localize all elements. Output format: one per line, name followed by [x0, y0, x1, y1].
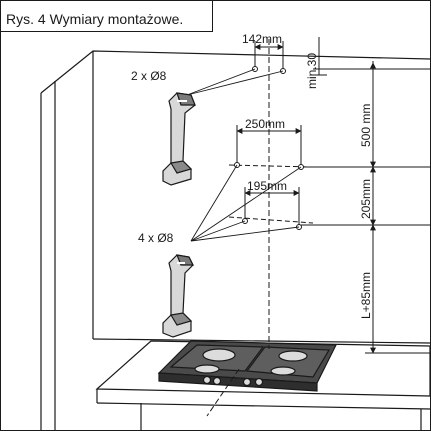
label-min: min.30 — [305, 53, 319, 89]
label-lower-width: 195mm — [247, 179, 287, 193]
label-500: 500 mm — [359, 104, 373, 147]
label-upper-holes: 2 x Ø8 — [131, 69, 167, 83]
label-205: 205mm — [359, 179, 373, 219]
label-top-width: 142mm — [242, 32, 282, 46]
top-width-dimension — [254, 41, 284, 71]
lower-bracket-icon — [162, 254, 194, 338]
label-lower-holes: 4 x Ø8 — [138, 231, 174, 245]
min-dimension-line — [313, 37, 327, 76]
label-l85: L+85mm — [359, 272, 373, 319]
figure-caption: Rys. 4 Wymiary montażowe. — [6, 11, 184, 27]
gas-hob — [157, 340, 337, 392]
hob-centre-dashed — [206, 368, 240, 417]
upper-bracket-icon — [162, 92, 196, 186]
caption-box — [1, 1, 213, 32]
wall-outline — [40, 50, 430, 430]
leader-lines — [186, 68, 302, 242]
label-middle-width: 250mm — [245, 117, 285, 131]
vertical-dimension-line — [301, 61, 430, 354]
middle-width-dimension — [228, 125, 312, 168]
